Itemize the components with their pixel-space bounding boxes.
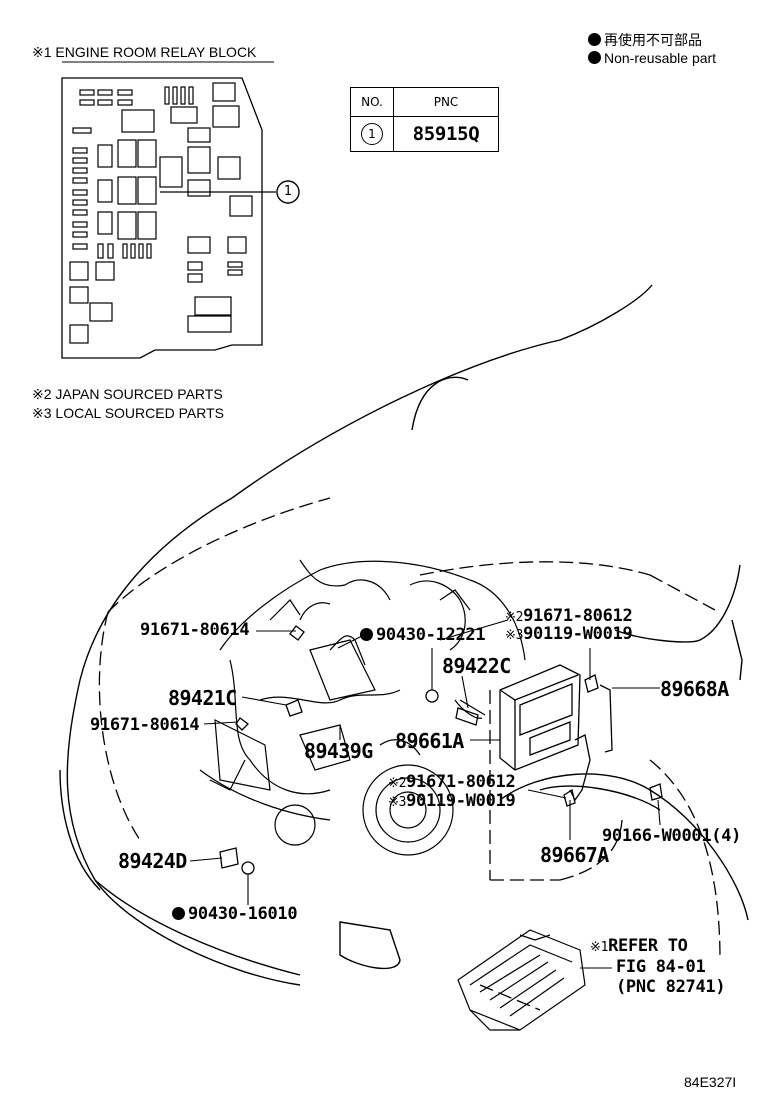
non-reusable-dot-icon xyxy=(172,907,185,920)
relay-block-3d xyxy=(457,929,586,1031)
non-reusable-dot-icon xyxy=(360,628,373,641)
pnc-row-value: 85915Q xyxy=(393,116,499,152)
pnc-row-no: 1 xyxy=(361,123,383,145)
part-label: 89667A xyxy=(540,843,609,867)
refer-line-3: (PNC 82741) xyxy=(616,977,726,997)
leader-lines xyxy=(189,619,661,969)
part-label-non-reusable: 90430-12221 xyxy=(360,625,486,645)
legend-non-reusable-en: Non-reusable part xyxy=(588,50,716,66)
part-label-jp-sourced: ※291671-80612 xyxy=(388,772,516,792)
part-label: 89421C xyxy=(168,686,237,710)
engine-drawing xyxy=(199,559,526,856)
part-label: 89422C xyxy=(442,654,511,678)
note-japan-sourced: ※2 JAPAN SOURCED PARTS xyxy=(32,386,223,402)
part-label: 91671-80614 xyxy=(90,715,200,735)
vehicle-outline xyxy=(59,284,749,986)
part-label-non-reusable: 90430-16010 xyxy=(172,904,298,924)
part-label-local-sourced: ※390119-W0019 xyxy=(505,624,633,644)
part-label: 89439G xyxy=(304,739,373,763)
part-label: 89661A xyxy=(395,729,464,753)
part-label-jp-sourced: ※291671-80612 xyxy=(505,606,633,626)
relay-block-drawing xyxy=(61,77,276,359)
part-label: 90166-W0001(4) xyxy=(602,826,742,846)
relay-block-title: ※1 ENGINE ROOM RELAY BLOCK xyxy=(32,44,257,60)
part-label: 89668A xyxy=(660,677,729,701)
pnc-table: NO. PNC 1 85915Q xyxy=(350,87,499,152)
part-label: 91671-80614 xyxy=(140,620,250,640)
non-reusable-dot-icon xyxy=(588,33,601,46)
part-label-local-sourced: ※390119-W0019 xyxy=(388,791,516,811)
part-label: 89424D xyxy=(118,849,187,873)
relay-callout-number: 1 xyxy=(283,184,293,199)
note-local-sourced: ※3 LOCAL SOURCED PARTS xyxy=(32,405,224,421)
pnc-header-no: NO. xyxy=(350,87,394,117)
refer-line-2: FIG 84-01 xyxy=(616,957,706,977)
figure-id: 84E327I xyxy=(684,1074,737,1090)
pnc-header-pnc: PNC xyxy=(393,87,499,117)
non-reusable-dot-icon xyxy=(588,51,601,64)
legend-non-reusable-jp: 再使用不可部品 xyxy=(588,30,702,50)
refer-line-1: ※1REFER TO xyxy=(590,936,688,956)
ecu-drawing xyxy=(499,664,613,802)
